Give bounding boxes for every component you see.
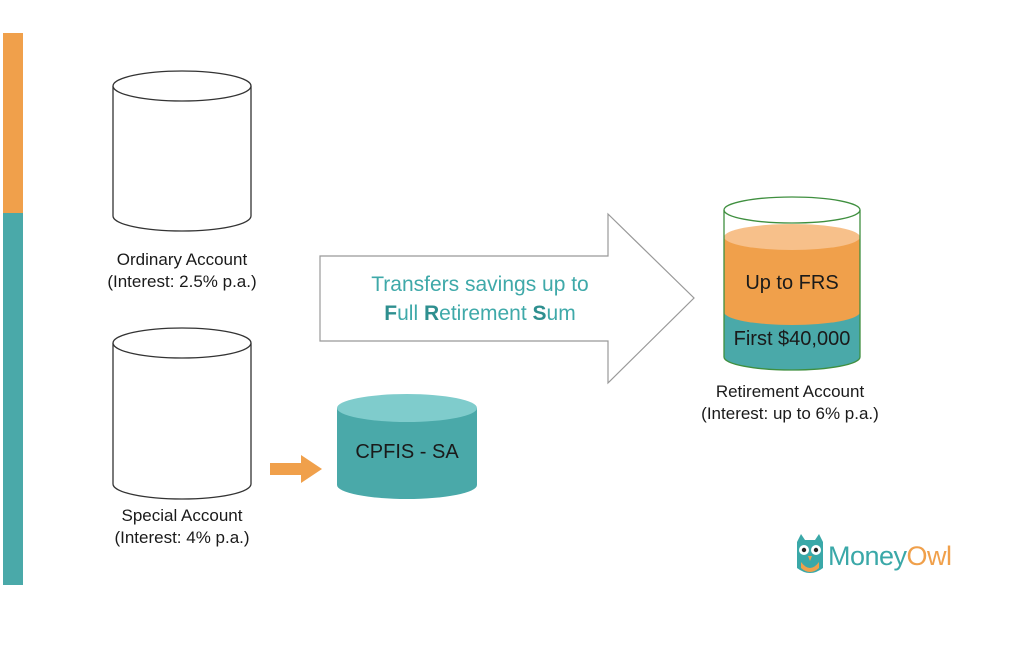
transfer-bold-r: R xyxy=(423,302,440,325)
retirement-account-cylinder xyxy=(723,196,861,371)
logo-text-money: Money xyxy=(828,540,907,571)
left-bar-orange xyxy=(3,33,23,213)
special-account-cylinder xyxy=(112,327,252,500)
ordinary-account-label: Ordinary Account (Interest: 2.5% p.a.) xyxy=(92,249,272,293)
cpfis-arrow xyxy=(270,455,322,483)
owl-logo-icon xyxy=(797,534,823,573)
left-bar-teal xyxy=(3,213,23,585)
ordinary-account-name: Ordinary Account xyxy=(116,250,248,269)
logo-text-owl: Owl xyxy=(906,540,953,571)
special-account-interest: (Interest: 4% p.a.) xyxy=(114,528,250,547)
cpfis-label: CPFIS - SA xyxy=(355,441,459,463)
transfer-line2: Full Retirement Sum xyxy=(330,299,630,328)
cpfis-cylinder xyxy=(337,394,477,499)
transfer-text: Transfers savings up to Full Retirement … xyxy=(330,270,630,328)
ordinary-account-interest: (Interest: 2.5% p.a.) xyxy=(107,272,257,291)
retirement-bottom-layer-label: First $40,000 xyxy=(733,328,851,350)
moneyowl-logo: MoneyOwl xyxy=(792,533,952,579)
transfer-arrow xyxy=(319,212,695,385)
special-account-label: Special Account (Interest: 4% p.a.) xyxy=(92,505,272,549)
transfer-bold-f: F xyxy=(384,302,398,325)
transfer-line1: Transfers savings up to xyxy=(371,273,589,296)
retirement-top-layer-label: Up to FRS xyxy=(745,272,839,294)
retirement-account-name: Retirement Account xyxy=(715,382,865,401)
logo-text: MoneyOwl xyxy=(828,541,952,572)
transfer-rest-r: etirement xyxy=(439,302,533,325)
transfer-rest-f: ull xyxy=(397,302,424,325)
special-account-name: Special Account xyxy=(121,506,243,525)
transfer-bold-s: S xyxy=(532,302,547,325)
ordinary-account-cylinder xyxy=(112,70,252,232)
retirement-account-label: Retirement Account (Interest: up to 6% p… xyxy=(680,381,900,425)
retirement-account-interest: (Interest: up to 6% p.a.) xyxy=(701,404,879,423)
transfer-rest-s: um xyxy=(546,302,576,325)
